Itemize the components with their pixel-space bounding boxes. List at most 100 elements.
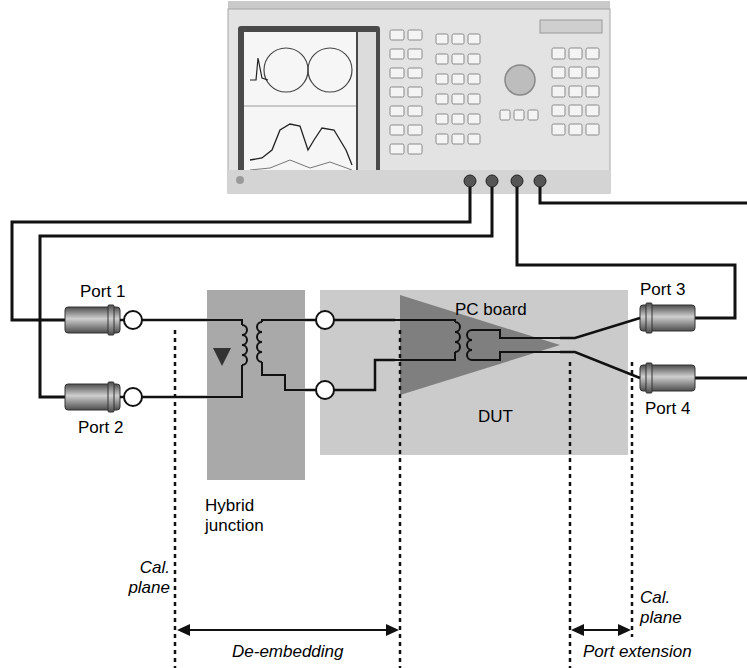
port-label: Port 2 — [78, 418, 123, 438]
network-analyzer — [228, 1, 610, 193]
port-connector-outline — [65, 305, 120, 335]
dimension-label: Port extension — [583, 642, 692, 662]
key-button — [408, 106, 422, 116]
arrow-head — [618, 624, 631, 636]
key-button — [586, 105, 599, 116]
key-button — [436, 114, 448, 124]
key-button — [408, 49, 422, 59]
hybrid-junction-box-outline — [207, 290, 305, 480]
smith-chart — [308, 48, 352, 92]
signal-wire — [560, 352, 640, 378]
plane-line — [569, 362, 572, 668]
key-button — [586, 67, 599, 78]
coil-winding — [455, 322, 460, 352]
test-port — [534, 175, 546, 187]
port-label: Port 4 — [645, 399, 690, 419]
key-button — [408, 30, 422, 40]
key-button — [408, 144, 422, 154]
dut-label: DUT — [478, 407, 513, 427]
key-button — [586, 48, 599, 59]
key-button — [468, 74, 480, 84]
wire — [207, 320, 242, 325]
key-button — [390, 87, 404, 97]
connector-ring — [646, 303, 652, 333]
amplifier-body — [400, 295, 560, 395]
key-button — [528, 110, 538, 120]
key-button — [408, 87, 422, 97]
wire — [472, 330, 560, 338]
terminals — [124, 311, 334, 406]
test-port — [511, 175, 523, 187]
arrow-head — [386, 624, 399, 636]
plane-line — [631, 362, 634, 637]
terminal-circle — [316, 381, 334, 399]
power-switch — [236, 176, 244, 184]
dimension-line — [186, 629, 390, 631]
port-connector: Port 1 — [65, 307, 120, 333]
board-label: PC board — [455, 300, 527, 320]
test-port — [464, 175, 476, 187]
plane-label: Cal. plane — [640, 588, 690, 627]
analyzer-body — [228, 9, 610, 193]
coil-winding — [257, 322, 262, 362]
dimension-line — [580, 629, 622, 631]
key-button — [436, 134, 448, 144]
key-button — [390, 49, 404, 59]
key-button — [569, 105, 582, 116]
screen-divider — [244, 106, 356, 107]
key-button — [436, 94, 448, 104]
signal-wire — [560, 318, 640, 338]
trace — [250, 124, 352, 165]
key-button — [552, 124, 565, 135]
port-connector-outline — [65, 382, 120, 412]
port-connector: Port 2 — [65, 384, 120, 410]
cable — [540, 187, 747, 203]
key-button — [586, 124, 599, 135]
key-button — [390, 106, 404, 116]
key-button — [500, 110, 510, 120]
key-button — [390, 144, 404, 154]
key-button — [452, 114, 464, 124]
wire — [395, 352, 455, 360]
disk-slot — [540, 20, 602, 33]
connector-ring — [108, 382, 114, 412]
wire — [262, 362, 305, 390]
key-button — [452, 74, 464, 84]
terminal-circle — [316, 311, 334, 329]
dimension-label: De-embedding — [232, 642, 344, 662]
trace — [250, 160, 352, 170]
key-button — [552, 48, 565, 59]
amplifier-triangle-outline — [395, 295, 560, 395]
key-button — [436, 34, 448, 44]
plane-label: Cal. plane — [120, 558, 170, 597]
port-connector: Port 4 — [640, 365, 695, 391]
coil-winding — [242, 325, 247, 365]
plane-line — [399, 330, 402, 668]
key-button — [468, 54, 480, 64]
connector-ring — [108, 305, 114, 335]
smith-chart — [264, 48, 308, 92]
key-button — [452, 94, 464, 104]
wire — [395, 320, 455, 322]
key-button — [569, 67, 582, 78]
key-button — [390, 125, 404, 135]
key-panel — [390, 30, 599, 154]
reference-planes — [175, 330, 632, 668]
port-connector-outline — [640, 303, 695, 333]
hybrid-symbol — [213, 348, 231, 366]
key-button — [586, 86, 599, 97]
key-button — [468, 34, 480, 44]
key-button — [514, 110, 524, 120]
pc-board-outline — [320, 290, 628, 455]
softkey-panel — [358, 32, 376, 180]
control-knob — [505, 65, 535, 95]
hybrid-junction-box: Hybrid junction — [207, 290, 305, 480]
key-button — [436, 74, 448, 84]
key-button — [468, 94, 480, 104]
key-button — [436, 54, 448, 64]
key-button — [569, 124, 582, 135]
key-button — [468, 134, 480, 144]
screen-bezel — [238, 26, 380, 186]
